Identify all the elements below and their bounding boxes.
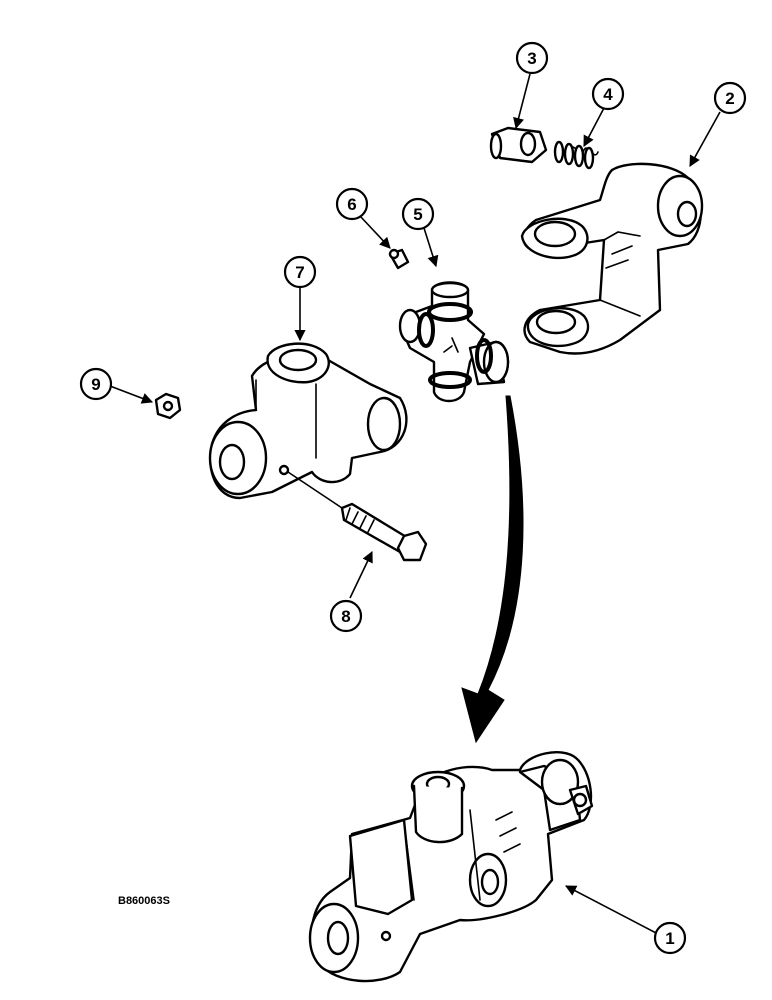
callout-1: 1 xyxy=(653,921,687,955)
callout-7: 7 xyxy=(283,255,317,289)
universal-joint-assembly-part xyxy=(308,751,594,983)
callout-5: 5 xyxy=(401,197,435,231)
callout-label: 3 xyxy=(527,49,536,68)
spring-part xyxy=(553,140,599,170)
bolt-part xyxy=(287,471,428,562)
callout-8: 8 xyxy=(329,599,363,633)
assembly-direction-arrow xyxy=(461,395,524,744)
lock-pin-part xyxy=(489,126,548,164)
callout-label: 7 xyxy=(295,263,304,282)
callout-label: 2 xyxy=(725,89,734,108)
callout-3: 3 xyxy=(515,41,549,75)
callout-label: 1 xyxy=(665,929,674,948)
nut-part xyxy=(154,392,182,420)
callout-9: 9 xyxy=(79,367,113,401)
cross-bearing-part xyxy=(398,281,510,403)
callout-4: 4 xyxy=(591,77,625,111)
callout-label: 5 xyxy=(413,205,422,224)
figure-code: B860063S xyxy=(118,895,170,907)
callout-label: 9 xyxy=(91,375,100,394)
yoke-lower-part xyxy=(208,342,408,500)
yoke-upper-part xyxy=(520,162,704,355)
leader-lines xyxy=(109,73,721,935)
callout-label: 6 xyxy=(347,195,356,214)
callout-2: 2 xyxy=(713,81,747,115)
callout-label: 4 xyxy=(603,85,613,104)
callout-6: 6 xyxy=(335,187,369,221)
grease-fitting-part xyxy=(388,248,410,270)
callout-label: 8 xyxy=(341,607,350,626)
